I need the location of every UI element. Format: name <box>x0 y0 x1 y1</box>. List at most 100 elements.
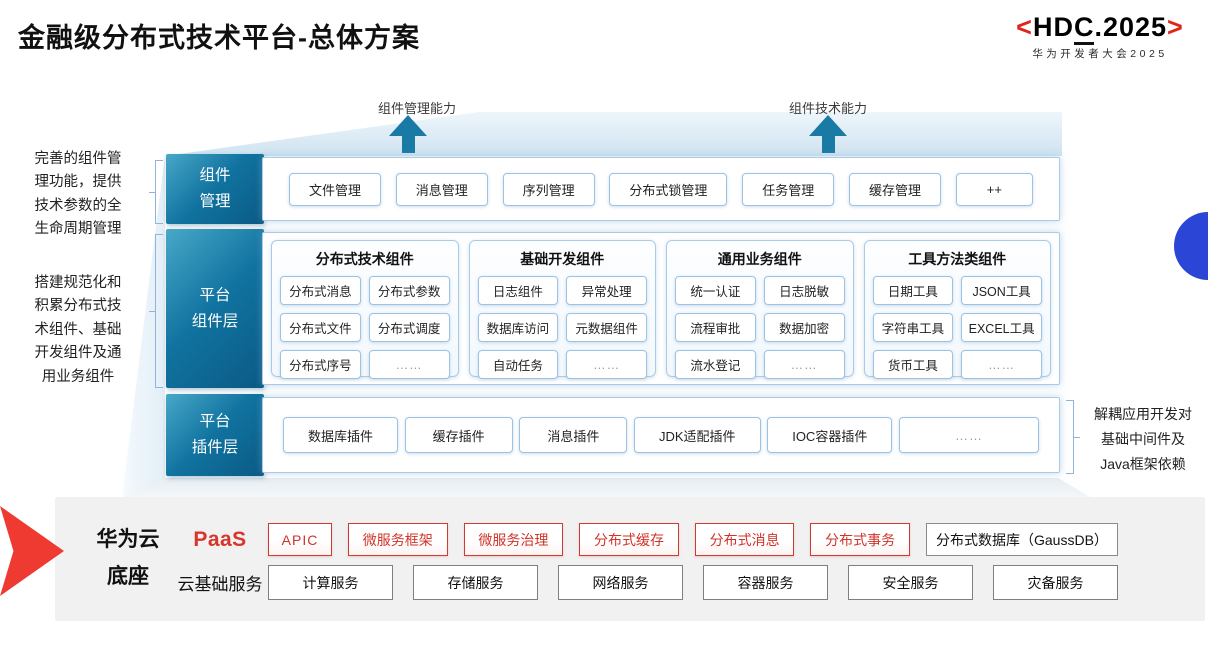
component-chip: 分布式消息 <box>280 276 361 305</box>
arrow-head <box>389 115 427 136</box>
mgmt-chip: 缓存管理 <box>848 172 941 206</box>
component-chip: 日志脱敏 <box>763 276 845 305</box>
iaas-chip: 存储服务 <box>413 565 538 600</box>
iaas-chip: 灾备服务 <box>993 565 1118 600</box>
group-grid: 日志组件 异常处理 数据库访问 元数据组件 自动任务 …… <box>477 276 647 379</box>
iaas-chip: 网络服务 <box>558 565 683 600</box>
group-common-business: 通用业务组件 统一认证 日志脱敏 流程审批 数据加密 流水登记 …… <box>666 240 854 379</box>
component-chip: EXCEL工具 <box>961 313 1042 342</box>
foundation-label: 华为云 底座 <box>96 528 160 588</box>
mgmt-chip: 消息管理 <box>395 172 488 206</box>
component-chip: 异常处理 <box>566 276 647 305</box>
group-grid: 统一认证 日志脱敏 流程审批 数据加密 流水登记 …… <box>675 276 845 379</box>
paas-row: APIC 微服务框架 微服务治理 分布式缓存 分布式消息 分布式事务 分布式数据… <box>268 523 1118 556</box>
component-chip-more: …… <box>566 350 647 379</box>
mgmt-chip-plus: ++ <box>955 172 1033 206</box>
arrow-stem <box>821 136 835 153</box>
component-chip: 字符串工具 <box>872 313 954 342</box>
component-chip: 数据加密 <box>763 313 845 342</box>
component-chip: 分布式调度 <box>368 313 450 342</box>
mgmt-chip: 序列管理 <box>502 172 595 206</box>
tech-capability-label: 组件技术能力 <box>789 101 868 116</box>
group-title: 工具方法类组件 <box>908 251 1007 267</box>
page-title: 金融级分布式技术平台-总体方案 <box>18 23 420 53</box>
logo-c-underlined: C <box>1073 12 1095 45</box>
arrow-stem <box>401 136 415 153</box>
note-component-mgmt: 完善的组件管 理功能，提供 技术参数的全 生命周期管理 <box>34 151 122 238</box>
iaas-chip: 安全服务 <box>848 565 973 600</box>
plugin-chip: JDK适配插件 <box>633 417 761 453</box>
layer-label-component-mgmt: 组件 管理 <box>166 154 264 224</box>
plugin-chip: 缓存插件 <box>404 417 513 453</box>
gaussdb-chip: 分布式数据库（GaussDB） <box>925 523 1118 556</box>
group-grid: 日期工具 JSON工具 字符串工具 EXCEL工具 货币工具 …… <box>872 276 1042 379</box>
hdc-logo: <HDC.2025> 华为开发者大会2025 <box>1000 12 1200 61</box>
plugin-chip: IOC容器插件 <box>767 417 893 453</box>
logo-right-bracket: > <box>1167 12 1184 42</box>
layer-label-platform-components: 平台 组件层 <box>166 229 264 388</box>
iaas-chip: 容器服务 <box>703 565 828 600</box>
hdc-logo-text: <HDC.2025> <box>1000 12 1200 45</box>
paas-label: PaaS <box>193 527 247 551</box>
iaas-row: 计算服务 存储服务 网络服务 容器服务 安全服务 灾备服务 <box>268 565 1118 600</box>
component-chip-more: …… <box>763 350 845 379</box>
mgmt-chip: 分布式锁管理 <box>609 172 728 206</box>
plugin-chip: 消息插件 <box>519 417 628 453</box>
up-arrow-icon <box>809 115 847 153</box>
component-chip: 分布式序号 <box>280 350 361 379</box>
component-chip-more: …… <box>368 350 450 379</box>
group-grid: 分布式消息 分布式参数 分布式文件 分布式调度 分布式序号 …… <box>280 276 450 379</box>
left-bracket-row1 <box>149 160 163 224</box>
group-title: 分布式技术组件 <box>315 251 414 267</box>
plugin-chip-more: …… <box>898 417 1039 453</box>
mgmt-capability-label: 组件管理能力 <box>378 101 457 116</box>
component-chip: 流程审批 <box>675 313 756 342</box>
logo-rest: .2025 <box>1094 12 1168 42</box>
up-arrow-icon <box>389 115 427 153</box>
hdc-logo-subtitle: 华为开发者大会2025 <box>1032 48 1168 60</box>
component-mgmt-panel: 文件管理 消息管理 序列管理 分布式锁管理 任务管理 缓存管理 ++ <box>262 157 1060 221</box>
platform-components-panel: 分布式技术组件 分布式消息 分布式参数 分布式文件 分布式调度 分布式序号 ……… <box>262 232 1060 385</box>
component-chip: 日期工具 <box>872 276 954 305</box>
iaas-label: 云基础服务 <box>177 575 263 594</box>
component-chip: 元数据组件 <box>566 313 647 342</box>
layer-label-platform-plugins: 平台 插件层 <box>166 394 264 476</box>
paas-chip: 微服务治理 <box>463 523 564 556</box>
iaas-chip: 计算服务 <box>268 565 393 600</box>
component-chip: 流水登记 <box>675 350 756 379</box>
component-chip: 日志组件 <box>477 276 559 305</box>
paas-chip: 微服务框架 <box>348 523 448 556</box>
note-decouple: 解耦应用开发对 基础中间件及 Java框架依赖 <box>1094 406 1192 473</box>
paas-chip: APIC <box>268 523 332 556</box>
paas-chip: 分布式消息 <box>694 523 795 556</box>
blue-dot-decoration <box>1174 212 1208 280</box>
paas-chip: 分布式缓存 <box>579 523 679 556</box>
logo-left-bracket: < <box>1016 12 1033 42</box>
mgmt-chip: 任务管理 <box>742 172 835 206</box>
mgmt-chip: 文件管理 <box>289 172 382 206</box>
group-distributed-tech: 分布式技术组件 分布式消息 分布式参数 分布式文件 分布式调度 分布式序号 …… <box>271 240 459 379</box>
component-chip: 货币工具 <box>872 350 954 379</box>
group-tool-methods: 工具方法类组件 日期工具 JSON工具 字符串工具 EXCEL工具 货币工具 …… <box>863 240 1051 379</box>
group-title: 基础开发组件 <box>520 251 605 267</box>
logo-hd: HD <box>1032 12 1074 42</box>
platform-plugins-panel: 数据库插件 缓存插件 消息插件 JDK适配插件 IOC容器插件 …… <box>262 397 1060 473</box>
group-title: 通用业务组件 <box>717 251 802 267</box>
component-chip: JSON工具 <box>961 276 1042 305</box>
component-chip: 数据库访问 <box>477 313 559 342</box>
arrow-head <box>809 115 847 136</box>
component-chip: 分布式文件 <box>280 313 361 342</box>
group-basic-dev: 基础开发组件 日志组件 异常处理 数据库访问 元数据组件 自动任务 …… <box>468 240 656 379</box>
component-chip: 自动任务 <box>477 350 559 379</box>
slab-top-face <box>165 112 1062 156</box>
huawei-cloud-foundation: 华为云 底座 PaaS APIC 微服务框架 微服务治理 分布式缓存 分布式消息… <box>55 497 1205 621</box>
right-bracket-row3 <box>1066 400 1080 474</box>
component-chip: 分布式参数 <box>368 276 450 305</box>
plugin-chip: 数据库插件 <box>283 417 399 453</box>
left-bracket-row2 <box>149 234 163 388</box>
slab-floor-face <box>122 478 1092 498</box>
component-chip: 统一认证 <box>675 276 756 305</box>
paas-chip: 分布式事务 <box>810 523 910 556</box>
note-component-build: 搭建规范化和 积累分布式技 术组件、基础 开发组件及通 用业务组件 <box>34 275 122 385</box>
